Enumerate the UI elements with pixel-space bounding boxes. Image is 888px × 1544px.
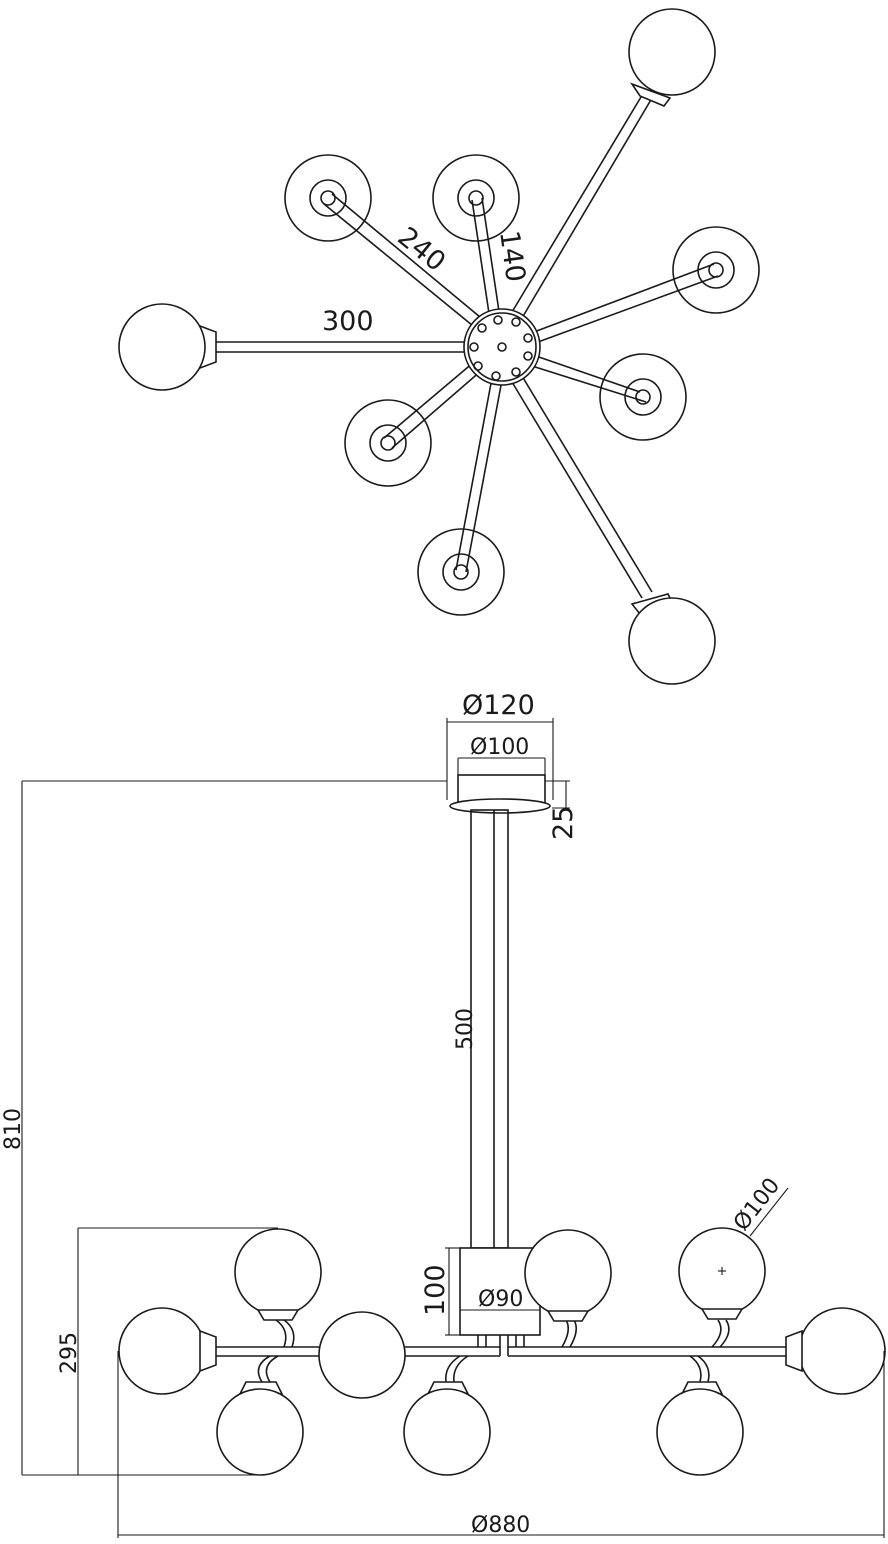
arm-short-2 [432, 154, 520, 321]
arm-short-5 [344, 361, 483, 487]
hub-side [445, 1247, 541, 1336]
globe [234, 1228, 322, 1316]
side-view: Ø120 Ø100 25 500 [1, 690, 886, 1538]
arm-short-3 [533, 226, 760, 343]
top-view: 300 240 140 [118, 8, 760, 685]
globe [628, 8, 716, 96]
hub-top [463, 308, 541, 386]
dim-rod-length: 500 [453, 1008, 478, 1050]
horizontal-arms [215, 1319, 788, 1383]
dim-canopy-height: 25 [548, 806, 579, 840]
globe [628, 597, 716, 685]
arm-short-1 [284, 154, 487, 331]
dim-hub-diameter: Ø90 [478, 1287, 523, 1312]
dim-total-height: 810 [1, 1108, 26, 1150]
globe [118, 303, 206, 391]
globe [524, 1229, 612, 1317]
dim-hub-height: 100 [420, 1264, 451, 1316]
dim-canopy-outer: Ø120 [462, 690, 535, 721]
globe [216, 1388, 304, 1476]
globe [656, 1388, 744, 1476]
globes [118, 1227, 886, 1476]
canopy [446, 718, 570, 814]
arm-left-long [118, 303, 466, 391]
dim-arm-mid: 240 [392, 221, 452, 278]
globe [118, 1307, 206, 1395]
globe [798, 1307, 886, 1395]
globe-diameter-leader [749, 1187, 789, 1237]
arm-lower-right-long [511, 375, 716, 685]
dim-arm-short: 140 [493, 229, 531, 284]
globe [403, 1388, 491, 1476]
dim-arm-long: 300 [322, 306, 374, 337]
dim-canopy-inner: Ø100 [470, 735, 529, 760]
arm-short-4 [531, 353, 687, 441]
dimension-lines [21, 780, 885, 1538]
globe [318, 1311, 406, 1399]
dim-body-height: 295 [57, 1332, 82, 1374]
arm-short-6 [417, 377, 505, 616]
dim-total-diameter: Ø880 [471, 1513, 530, 1538]
arm-upper-right-long [511, 8, 716, 319]
